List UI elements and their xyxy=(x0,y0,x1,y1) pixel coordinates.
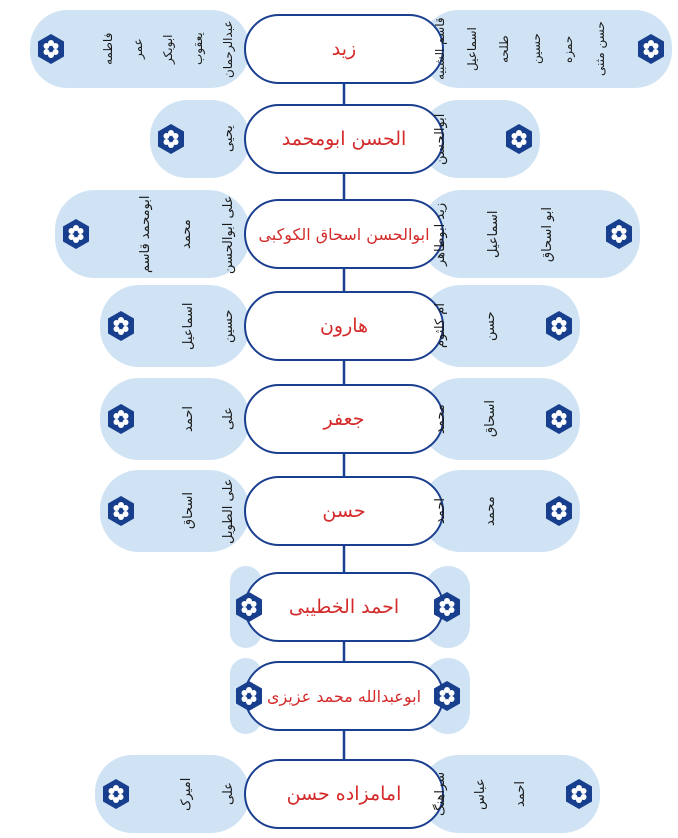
flower-hexagon-icon xyxy=(36,33,66,65)
flower-hexagon-icon xyxy=(564,778,594,810)
child-name: سراهنگ xyxy=(433,771,448,817)
child-name: ابو اسحاق xyxy=(539,206,555,262)
child-name: عباس xyxy=(473,778,488,810)
child-name: یحیی xyxy=(221,125,236,153)
parent-node: هارون xyxy=(244,291,444,361)
flower-hexagon-icon xyxy=(636,33,666,65)
right-children-panel xyxy=(420,190,640,278)
flower-hexagon-icon xyxy=(234,680,264,712)
parent-name: الحسن ابومحمد xyxy=(281,128,407,150)
child-name: اسحاق xyxy=(181,492,196,530)
parent-node: احمد الخطیبی xyxy=(244,572,444,642)
child-name: عمر xyxy=(131,38,145,60)
flower-hexagon-icon xyxy=(432,591,462,623)
flower-hexagon-icon xyxy=(544,403,574,435)
parent-name: جعفر xyxy=(323,408,365,430)
parent-name: ابوعبدالله محمد عزیزی xyxy=(266,686,422,706)
child-name: فاطمه xyxy=(101,32,115,66)
parent-node: جعفر xyxy=(244,384,444,454)
parent-node: حسن xyxy=(244,476,444,546)
child-name: قاسم الشبیه xyxy=(433,17,447,81)
child-name: ابوالحسن xyxy=(433,113,448,165)
parent-node: زید xyxy=(244,14,444,84)
child-name: علی xyxy=(221,782,236,806)
child-name: اسماعیل xyxy=(181,302,196,350)
parent-name: امامزاده حسن xyxy=(286,783,402,805)
flower-hexagon-icon xyxy=(604,218,634,250)
child-name: حسن xyxy=(483,311,498,341)
parent-name: حسن xyxy=(322,500,366,522)
child-name: اسماعیل xyxy=(465,27,479,71)
right-children-panel xyxy=(420,10,672,88)
left-children-panel xyxy=(30,10,250,88)
parent-name: هارون xyxy=(319,315,369,337)
child-name: اسحاق xyxy=(483,400,498,438)
child-name: حسن مثنی xyxy=(593,21,607,77)
child-name: علی ابوالحسن xyxy=(221,196,236,275)
child-name: امیرک xyxy=(178,777,194,811)
flower-hexagon-icon xyxy=(156,123,186,155)
child-name: احمد xyxy=(513,781,528,807)
child-name: محمد xyxy=(483,496,498,526)
child-name: طلحه xyxy=(497,35,511,63)
child-name: عبدالرحمان xyxy=(221,20,235,78)
flower-hexagon-icon xyxy=(101,778,131,810)
child-name: اسماعیل xyxy=(486,210,502,258)
parent-node: الحسن ابومحمد xyxy=(244,104,444,174)
flower-hexagon-icon xyxy=(106,495,136,527)
child-name: حمزه xyxy=(561,35,575,63)
parent-node: ابوعبدالله محمد عزیزی xyxy=(244,661,444,731)
parent-name: زید xyxy=(331,38,357,60)
child-name: علی الطویل xyxy=(221,478,236,544)
flower-hexagon-icon xyxy=(504,123,534,155)
child-name: ابومحمد قاسم xyxy=(137,196,153,274)
child-name: علی xyxy=(221,407,236,431)
child-name: ام کلثوم xyxy=(433,303,448,349)
child-name: زید ابوطاهر xyxy=(433,202,448,266)
child-name: محمد xyxy=(433,404,448,434)
child-name: حسین xyxy=(529,33,543,65)
flower-hexagon-icon xyxy=(544,495,574,527)
child-name: احمد xyxy=(433,498,448,524)
flower-hexagon-icon xyxy=(432,680,462,712)
child-name: حسین xyxy=(221,309,236,343)
flower-hexagon-icon xyxy=(106,403,136,435)
child-name: ابوبکر xyxy=(161,34,175,64)
flower-hexagon-icon xyxy=(106,310,136,342)
child-name: احمد xyxy=(181,406,196,432)
flower-hexagon-icon xyxy=(544,310,574,342)
parent-node: ابوالحسن اسحاق الکوکبی xyxy=(244,199,444,269)
flower-hexagon-icon xyxy=(61,218,91,250)
child-name: محمد xyxy=(179,219,195,249)
parent-name: ابوالحسن اسحاق الکوکبی xyxy=(258,224,430,244)
flower-hexagon-icon xyxy=(234,591,264,623)
parent-name: احمد الخطیبی xyxy=(288,596,400,618)
child-name: یعقوب xyxy=(191,32,205,66)
parent-node: امامزاده حسن xyxy=(244,759,444,829)
